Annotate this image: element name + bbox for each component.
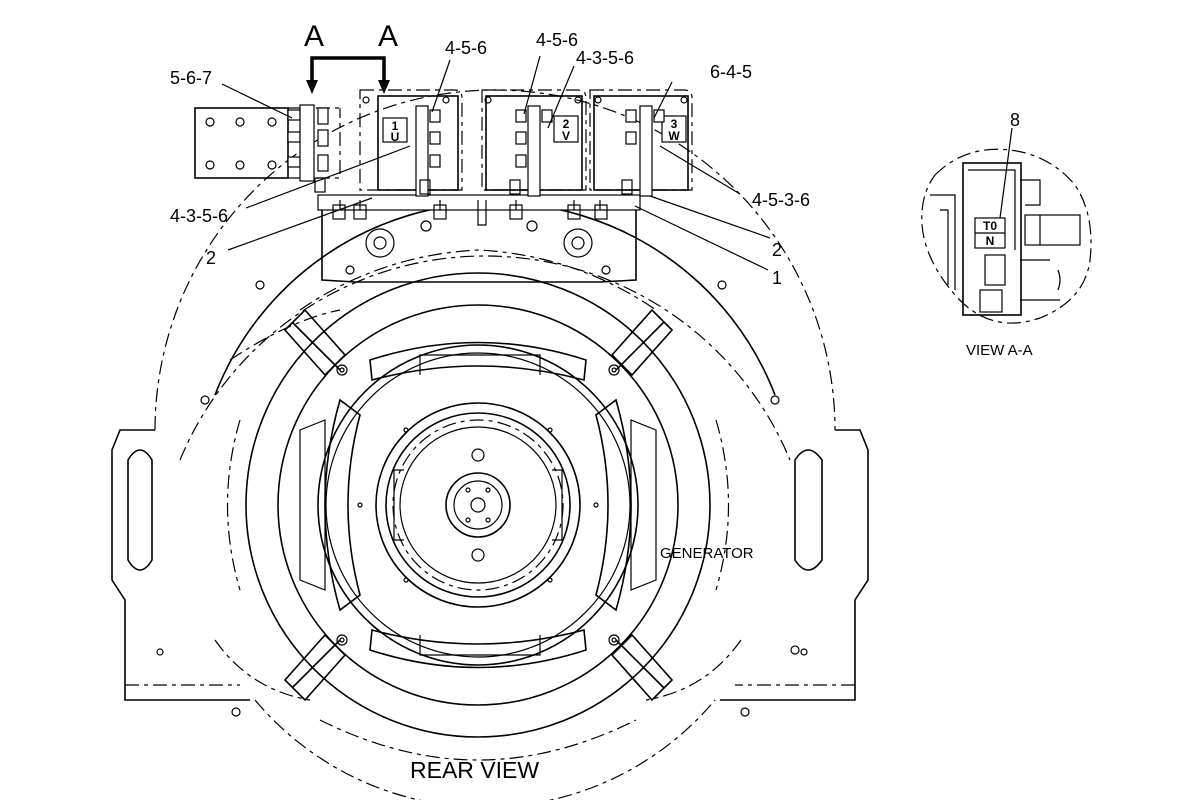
terminal-label-3-w: 3 W: [668, 117, 680, 143]
callout-8: 8: [1010, 110, 1020, 130]
callout-2-left: 2: [206, 248, 216, 268]
rotor-hub: [375, 402, 581, 608]
view-aa-caption: VIEW A-A: [966, 342, 1033, 359]
callout-5-6-7: 5-6-7: [170, 68, 212, 88]
callout-4-5-3-6: 4-5-3-6: [752, 190, 810, 210]
rear-view-caption: REAR VIEW: [410, 757, 539, 783]
view-aa-tag-line2: N: [986, 234, 995, 248]
stator-assembly: [214, 249, 742, 761]
section-aa-marker: A A: [304, 20, 398, 94]
terminal-box-w: [589, 89, 693, 197]
section-letter-right: A: [378, 20, 398, 53]
terminal-label-2-v: 2 V: [562, 117, 570, 143]
generator-label: GENERATOR: [660, 545, 754, 562]
svg-text:W: W: [668, 129, 680, 143]
callout-1: 1: [772, 268, 782, 288]
callout-leaders: [221, 55, 771, 271]
view-aa-tag-line1: T0: [983, 219, 997, 233]
callout-4-3-5-6-left: 4-3-5-6: [170, 206, 228, 226]
auxiliary-terminal-block: [194, 104, 341, 193]
svg-text:3: 3: [671, 117, 678, 131]
callout-4-5-6-left: 4-5-6: [445, 38, 487, 58]
generator-housing: [111, 89, 869, 800]
terminal-box-u: [359, 89, 463, 197]
section-letter-left: A: [304, 20, 324, 53]
svg-text:U: U: [391, 130, 400, 144]
terminal-box-v: [481, 89, 587, 197]
callout-6-4-5: 6-4-5: [710, 62, 752, 82]
svg-text:2: 2: [563, 117, 570, 131]
view-aa-detail: T0 N 8 VIEW A-A: [921, 110, 1092, 359]
callout-2-right: 2: [772, 240, 782, 260]
terminal-label-1-u: 1 U: [391, 119, 400, 144]
svg-text:V: V: [562, 129, 570, 143]
terminal-plate: [317, 194, 641, 283]
callout-4-3-5-6-top: 4-3-5-6: [576, 48, 634, 68]
callout-4-5-6-right: 4-5-6: [536, 30, 578, 50]
svg-text:1: 1: [392, 119, 399, 133]
